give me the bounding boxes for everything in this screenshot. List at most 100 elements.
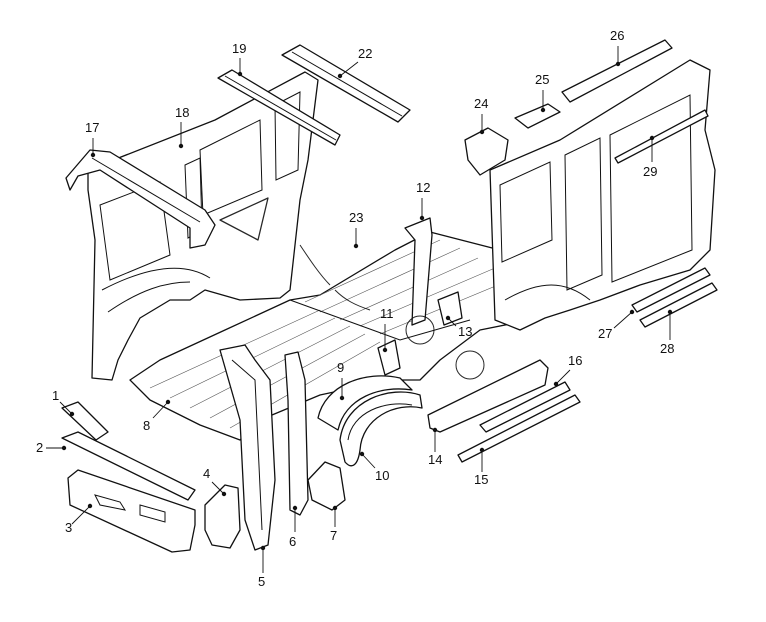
callout-8: 8 [143,399,171,433]
callout-label-25: 25 [535,72,549,87]
callout-dot-4 [221,491,227,497]
callout-dot-22 [337,73,343,79]
callout-label-23: 23 [349,210,363,225]
callout-label-19: 19 [232,41,246,56]
callout-9: 9 [337,360,345,401]
callout-label-3: 3 [65,520,72,535]
bracket-1 [61,401,109,441]
callout-label-29: 29 [643,164,657,179]
callout-dot-16 [553,381,559,387]
header-rail-19 [217,69,341,146]
callout-leader-10 [361,453,376,469]
bracket-4 [204,484,241,549]
callout-label-26: 26 [610,28,624,43]
pillar-5 [219,344,276,551]
rail-25 [514,103,561,129]
callout-17: 17 [85,120,99,158]
wheel-arch-9 [317,375,413,431]
callout-11: 11 [380,306,394,353]
callout-dot-27 [629,309,635,315]
callout-leader-27 [613,311,633,329]
callout-28: 28 [660,309,674,356]
callout-label-7: 7 [330,528,337,543]
callout-6: 6 [289,505,298,549]
rocker-16 [479,381,571,433]
callout-label-9: 9 [337,360,344,375]
callout-dot-1 [69,411,75,417]
callout-dot-12 [419,215,425,221]
callout-label-6: 6 [289,534,296,549]
sill-28 [639,282,718,328]
callout-14: 14 [428,427,442,467]
callout-dot-23 [353,243,359,249]
callout-label-24: 24 [474,96,488,111]
callout-dot-17 [90,152,96,158]
callout-7: 7 [330,505,338,543]
callout-leader-8 [152,401,169,419]
crossmember-2 [61,431,196,501]
callout-leader-1 [59,401,73,415]
callout-dot-15 [479,447,485,453]
callout-10: 10 [359,451,389,483]
callout-label-28: 28 [660,341,674,356]
callout-25: 25 [535,72,549,113]
callout-leader-4 [211,481,225,495]
callout-dot-11 [382,347,388,353]
callout-dot-2 [61,445,67,451]
callout-label-10: 10 [375,468,389,483]
roof-rail-26 [561,39,673,103]
callout-label-1: 1 [52,388,59,403]
callout-label-5: 5 [258,574,265,589]
rocker-14 [427,359,549,433]
callout-2: 2 [36,440,67,455]
callout-dot-8 [165,399,171,405]
bracket-7 [307,461,346,511]
callout-label-8: 8 [143,418,150,433]
callout-dot-3 [87,503,93,509]
callout-dot-9 [339,395,345,401]
callout-label-18: 18 [175,105,189,120]
callout-29: 29 [643,135,657,179]
callout-19: 19 [232,41,246,77]
callout-dot-7 [332,505,338,511]
callout-12: 12 [416,180,430,221]
watermark [219,197,485,380]
wheel-arch-10 [339,391,423,467]
callout-dot-28 [667,309,673,315]
callout-label-13: 13 [458,324,472,339]
callout-label-2: 2 [36,440,43,455]
callout-leader-3 [71,505,91,525]
callout-dot-19 [237,71,243,77]
roof-panel-22 [281,44,411,123]
rail-15 [457,394,581,463]
pillar-12 [404,217,433,326]
callout-22: 22 [337,46,372,79]
callout-label-11: 11 [380,306,394,321]
callout-label-17: 17 [85,120,99,135]
callout-dot-24 [479,129,485,135]
pillar-cap-24 [464,127,509,176]
roof-bow-17 [65,149,216,249]
pillar-6 [284,351,309,516]
callout-26: 26 [610,28,624,67]
callout-dot-6 [292,505,298,511]
callout-5: 5 [258,545,266,589]
callout-leader-22 [339,61,359,77]
callout-dot-5 [260,545,266,551]
callout-label-27: 27 [598,326,612,341]
callout-dot-10 [359,451,365,457]
callout-label-22: 22 [358,46,372,61]
callout-13: 13 [445,315,472,339]
callout-dot-13 [445,315,451,321]
bracket-13 [437,291,463,326]
callout-label-16: 16 [568,353,582,368]
callout-label-14: 14 [428,452,442,467]
callout-16: 16 [553,353,582,387]
side-rail-29 [614,109,709,164]
sill-27 [631,267,711,313]
callout-27: 27 [598,309,635,341]
callout-15: 15 [474,447,488,487]
callout-23: 23 [349,210,363,249]
